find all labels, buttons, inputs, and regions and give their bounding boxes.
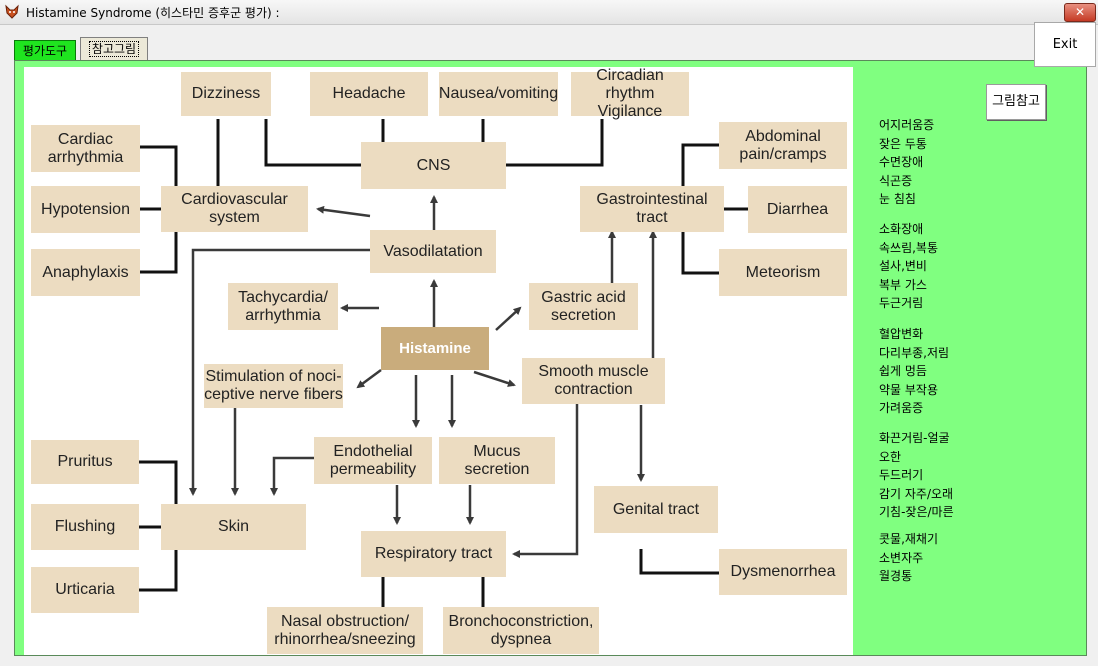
box-vasodilatation: Vasodilatation [370, 230, 496, 273]
box-cardiovascular-system: Cardiovascular system [161, 186, 308, 232]
box-mucus-secretion: Mucus secretion [439, 437, 555, 484]
symptom-item: 콧물,재채기 [879, 532, 939, 546]
box-dizziness: Dizziness [181, 72, 271, 116]
box-smooth-muscle-contraction: Smooth muscle contraction [522, 358, 665, 404]
histamine-diagram: Dizziness Headache Nausea/vomiting Circa… [24, 67, 853, 655]
box-anaphylaxis: Anaphylaxis [31, 249, 140, 296]
symptom-item: 화끈거림-얼굴 [879, 431, 950, 445]
box-histamine: Histamine [381, 327, 489, 370]
symptom-group-5: 콧물,재채기 소변자주 월경통 [879, 530, 938, 586]
symptom-group-1: 어지러움증 잦은 두통 수면장애 식곤증 눈 침침 [879, 116, 934, 209]
box-genital-tract: Genital tract [594, 486, 718, 533]
box-circadian-rhythm: Circadian rhythm Vigilance [571, 67, 689, 120]
symptom-item: 잦은 두통 [879, 136, 927, 151]
symptom-item: 쉽게 멍듬 [879, 364, 927, 379]
symptom-item: 어지러움증 [879, 118, 935, 132]
window-close-button[interactable]: ✕ [1064, 3, 1096, 22]
box-diarrhea: Diarrhea [748, 186, 847, 233]
symptom-item: 속쓰림,복통 [879, 240, 939, 255]
symptom-item: 약물 부작용 [879, 382, 939, 397]
box-cns: CNS [361, 142, 506, 189]
symptom-item: 설사,변비 [879, 259, 927, 274]
box-hypotension: Hypotension [31, 186, 140, 233]
box-gastric-acid-secretion: Gastric acid secretion [529, 283, 638, 330]
box-abdominal-pain: Abdominal pain/cramps [719, 122, 847, 169]
symptom-item: 두드러기 [879, 468, 924, 483]
symptom-item: 수면장애 [879, 155, 924, 170]
symptom-item: 가려움증 [879, 401, 924, 416]
box-pruritus: Pruritus [31, 440, 139, 484]
symptom-item: 복부 가스 [879, 277, 927, 292]
box-gastrointestinal-tract: Gastrointestinal tract [580, 186, 724, 232]
symptom-group-4: 화끈거림-얼굴 오한 두드러기 감기 자주/오래 기침-잦은/마른 [879, 429, 954, 522]
window-title: Histamine Syndrome (히스타민 증후군 평가) : [26, 6, 280, 20]
tab-reference-figure-label: 참고그림 [88, 41, 140, 57]
box-urticaria: Urticaria [31, 567, 139, 613]
box-meteorism: Meteorism [719, 249, 847, 296]
symptom-item: 혈압변화 [879, 327, 924, 341]
symptom-group-2: 소화장애 속쓰림,복통 설사,변비 복부 가스 두근거림 [879, 220, 938, 313]
symptom-item: 식곤증 [879, 173, 913, 188]
box-bronchoconstriction: Bronchoconstriction, dyspnea [443, 607, 599, 654]
box-nasal-obstruction: Nasal obstruction/ rhinorrhea/sneezing [267, 607, 423, 654]
tab-reference-figure[interactable]: 참고그림 [80, 37, 148, 61]
box-respiratory-tract: Respiratory tract [361, 531, 506, 577]
symptom-item: 두근거림 [879, 296, 924, 311]
symptom-item: 눈 침침 [879, 192, 916, 207]
diagram-connectors [139, 119, 748, 607]
symptom-item: 월경통 [879, 569, 913, 584]
symptom-item: 소화장애 [879, 222, 924, 236]
panel-edge [1087, 60, 1098, 656]
box-endothelial-permeability: Endothelial permeability [314, 437, 432, 484]
box-skin: Skin [161, 504, 306, 550]
symptom-item: 소변자주 [879, 550, 924, 565]
tab-assessment-tool[interactable]: 평가도구 [14, 40, 76, 61]
symptom-item: 다리부종,저림 [879, 345, 950, 360]
reference-figure-button[interactable]: 그림참고 [986, 84, 1046, 120]
box-dysmenorrhea: Dysmenorrhea [719, 549, 847, 595]
symptom-group-3: 혈압변화 다리부종,저림 쉽게 멍듬 약물 부작용 가려움증 [879, 325, 949, 418]
box-nociceptive-stimulation: Stimulation of noci- ceptive nerve fiber… [204, 364, 343, 408]
symptom-item: 감기 자주/오래 [879, 486, 954, 501]
box-headache: Headache [310, 72, 428, 116]
exit-button[interactable]: Exit [1034, 22, 1096, 67]
symptom-item: 기침-잦은/마른 [879, 505, 954, 520]
box-cardiac-arrhythmia: Cardiac arrhythmia [31, 125, 140, 172]
title-bar: Histamine Syndrome (히스타민 증후군 평가) : ✕ [0, 0, 1098, 25]
box-tachycardia: Tachycardia/ arrhythmia [228, 283, 338, 330]
app-logo-icon [5, 4, 19, 19]
symptom-item: 오한 [879, 449, 902, 464]
box-flushing: Flushing [31, 504, 139, 550]
box-nausea-vomiting: Nausea/vomiting [439, 72, 558, 116]
